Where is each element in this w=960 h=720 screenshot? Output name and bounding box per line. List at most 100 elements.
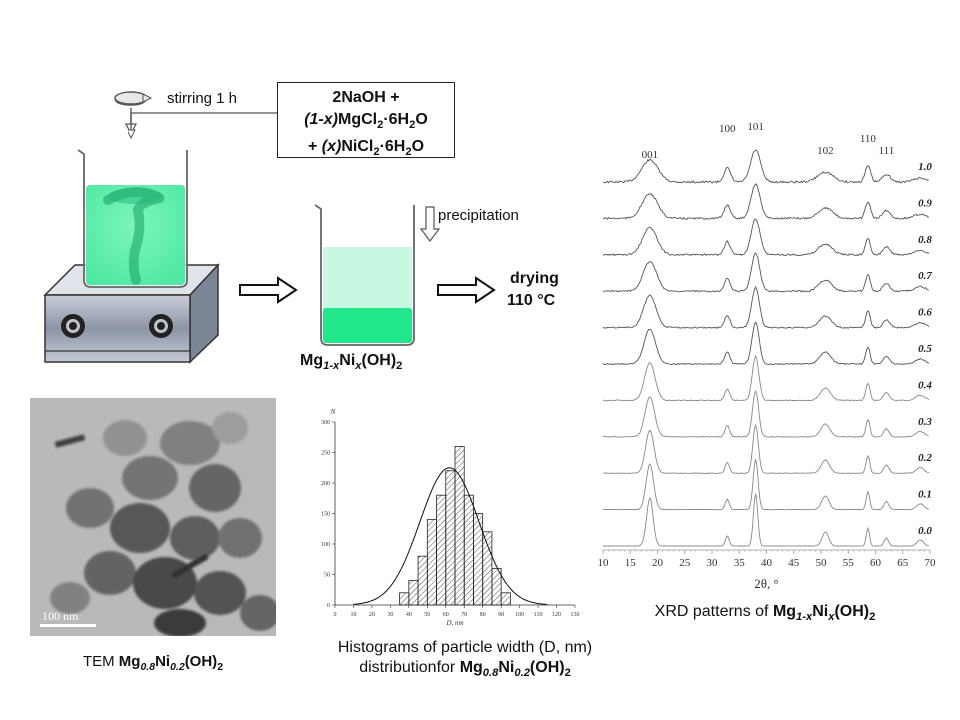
xrd-x-tick-label: 50 bbox=[816, 557, 828, 569]
xrd-peak-label: 001 bbox=[642, 149, 659, 161]
xrd-series-label: 1.0 bbox=[918, 161, 932, 173]
histogram-bar bbox=[436, 494, 447, 606]
hist-x-tick-label: 120 bbox=[552, 612, 561, 618]
particle-width-histogram: 0 10 20 30 40 50 60 70 80 90 100 110 120 130 0 50 100 150… bbox=[321, 408, 580, 627]
xrd-series-label: 0.6 bbox=[918, 307, 932, 319]
tem-scale-label: 100 nm bbox=[42, 609, 79, 623]
hist-x-tick-label: 80 bbox=[480, 612, 486, 618]
xrd-x-tick-label: 60 bbox=[870, 557, 882, 569]
xrd-x-tick-label: 20 bbox=[652, 557, 664, 569]
xrd-x-tick-label: 70 bbox=[925, 557, 937, 569]
histogram-caption-line-1: Histograms of particle width (D, nm) bbox=[337, 639, 593, 656]
histogram-fit-curve bbox=[353, 467, 548, 605]
drying-label: drying bbox=[510, 270, 559, 287]
hist-y-tick-label: 50 bbox=[324, 573, 330, 579]
histogram-bar bbox=[500, 592, 511, 606]
histogram-bar bbox=[445, 470, 456, 606]
hist-x-tick-label: 100 bbox=[515, 612, 524, 618]
xrd-peak-label: 111 bbox=[879, 145, 895, 157]
histogram-bar bbox=[463, 494, 474, 606]
xrd-caption: XRD patterns of Mg1-xNix(OH)2 bbox=[654, 603, 876, 624]
xrd-series-label: 0.3 bbox=[918, 416, 932, 428]
xrd-x-tick-label: 65 bbox=[897, 557, 909, 569]
histogram-bar bbox=[491, 567, 502, 606]
hist-y-label: N bbox=[330, 408, 336, 416]
xrd-pattern-line bbox=[602, 321, 930, 366]
precipitation-arrow-icon bbox=[420, 206, 440, 242]
xrd-x-label: 2θ, ° bbox=[754, 576, 778, 591]
hist-x-tick-label: 110 bbox=[534, 612, 543, 618]
xrd-x-tick-label: 55 bbox=[843, 557, 855, 569]
hist-y-tick-label: 300 bbox=[321, 420, 330, 426]
tem-micrograph: 100 nm bbox=[30, 398, 276, 636]
hist-x-label: D, nm bbox=[445, 619, 463, 627]
histogram-bar bbox=[426, 519, 437, 606]
xrd-series-label: 0.9 bbox=[918, 197, 932, 209]
hotplate-stirrer bbox=[43, 149, 220, 364]
xrd-x-tick-label: 45 bbox=[788, 557, 800, 569]
hist-x-tick-label: 10 bbox=[350, 612, 356, 618]
hist-x-tick-label: 70 bbox=[461, 612, 467, 618]
histogram-bar bbox=[482, 531, 493, 606]
histogram-caption-line-2: distributionfor Mg0.8Ni0.2(OH)2 bbox=[359, 659, 571, 680]
xrd-patterns-chart: 10 15 20 25 30 35 40 45 50 55 60 65 70 2θ, ° 001 100 101… bbox=[598, 121, 937, 591]
xrd-peak-label: 102 bbox=[817, 145, 834, 157]
reagent-connector bbox=[128, 112, 277, 140]
xrd-series-label: 0.5 bbox=[918, 343, 932, 355]
xrd-series-label: 0.8 bbox=[918, 234, 932, 246]
stirring-label: stirring 1 h bbox=[167, 90, 238, 107]
xrd-series-label: 0.0 bbox=[918, 525, 932, 537]
process-arrow-2 bbox=[437, 276, 496, 304]
xrd-pattern-line bbox=[602, 218, 930, 257]
hist-x-tick-label: 20 bbox=[369, 612, 375, 618]
xrd-pattern-line bbox=[602, 355, 930, 402]
hist-x-tick-label: 30 bbox=[387, 612, 393, 618]
xrd-pattern-line bbox=[602, 252, 930, 293]
hist-x-tick-label: 0 bbox=[334, 612, 337, 618]
hist-x-tick-label: 50 bbox=[424, 612, 430, 618]
stirring-arrow-icon bbox=[114, 91, 153, 136]
xrd-peak-label: 101 bbox=[747, 121, 764, 133]
xrd-pattern-line bbox=[602, 183, 930, 220]
xrd-x-tick-label: 10 bbox=[598, 557, 610, 569]
xrd-series-label: 0.1 bbox=[918, 489, 932, 501]
histogram-caption: Histograms of particle width (D, nm) dis… bbox=[295, 638, 635, 683]
hist-y-tick-label: 0 bbox=[327, 603, 330, 609]
xrd-x-tick-label: 35 bbox=[734, 557, 746, 569]
reagent-line-3: + (x)NiCl2·6H2O bbox=[307, 138, 425, 159]
hist-y-tick-label: 150 bbox=[321, 512, 330, 518]
hist-y-tick-label: 250 bbox=[321, 451, 330, 457]
xrd-series-label: 0.4 bbox=[918, 379, 932, 391]
xrd-series-label: 0.2 bbox=[918, 452, 932, 464]
histogram-bar bbox=[399, 592, 410, 606]
process-arrow-1 bbox=[239, 276, 298, 304]
xrd-x-tick-label: 15 bbox=[625, 557, 637, 569]
reagent-line-1: 2NaOH + bbox=[332, 89, 400, 106]
xrd-x-tick-label: 30 bbox=[707, 557, 719, 569]
hist-x-tick-label: 60 bbox=[443, 612, 449, 618]
hist-y-tick-label: 100 bbox=[321, 542, 330, 548]
xrd-pattern-line bbox=[602, 423, 929, 475]
xrd-pattern-line bbox=[602, 149, 929, 184]
xrd-peak-label: 100 bbox=[719, 123, 736, 135]
precipitation-beaker bbox=[314, 204, 415, 346]
reagent-box: 2NaOH + (1-x)MgCl2·6H2O + (x)NiCl2·6H2O bbox=[277, 82, 455, 158]
reagent-line-2: (1-x)MgCl2·6H2O bbox=[304, 111, 428, 132]
tem-caption: TEM Mg0.8Ni0.2(OH)2 bbox=[82, 653, 224, 673]
xrd-pattern-line bbox=[602, 459, 930, 511]
hist-x-tick-label: 130 bbox=[571, 612, 580, 618]
hist-x-tick-label: 90 bbox=[498, 612, 504, 618]
xrd-peak-label: 110 bbox=[860, 133, 877, 145]
hist-y-tick-label: 200 bbox=[321, 481, 330, 487]
xrd-pattern-line bbox=[602, 285, 930, 329]
histogram-bar bbox=[454, 446, 465, 606]
xrd-pattern-line bbox=[602, 389, 929, 438]
xrd-series-label: 0.7 bbox=[918, 270, 932, 282]
xrd-pattern-line bbox=[603, 493, 929, 547]
xrd-x-tick-label: 25 bbox=[679, 557, 691, 569]
precipitation-label: precipitation bbox=[438, 207, 519, 224]
product-formula: Mg1-xNix(OH)2 bbox=[300, 352, 403, 373]
xrd-x-tick-label: 40 bbox=[761, 557, 773, 569]
hist-x-tick-label: 40 bbox=[406, 612, 412, 618]
histogram-bar bbox=[417, 555, 428, 606]
